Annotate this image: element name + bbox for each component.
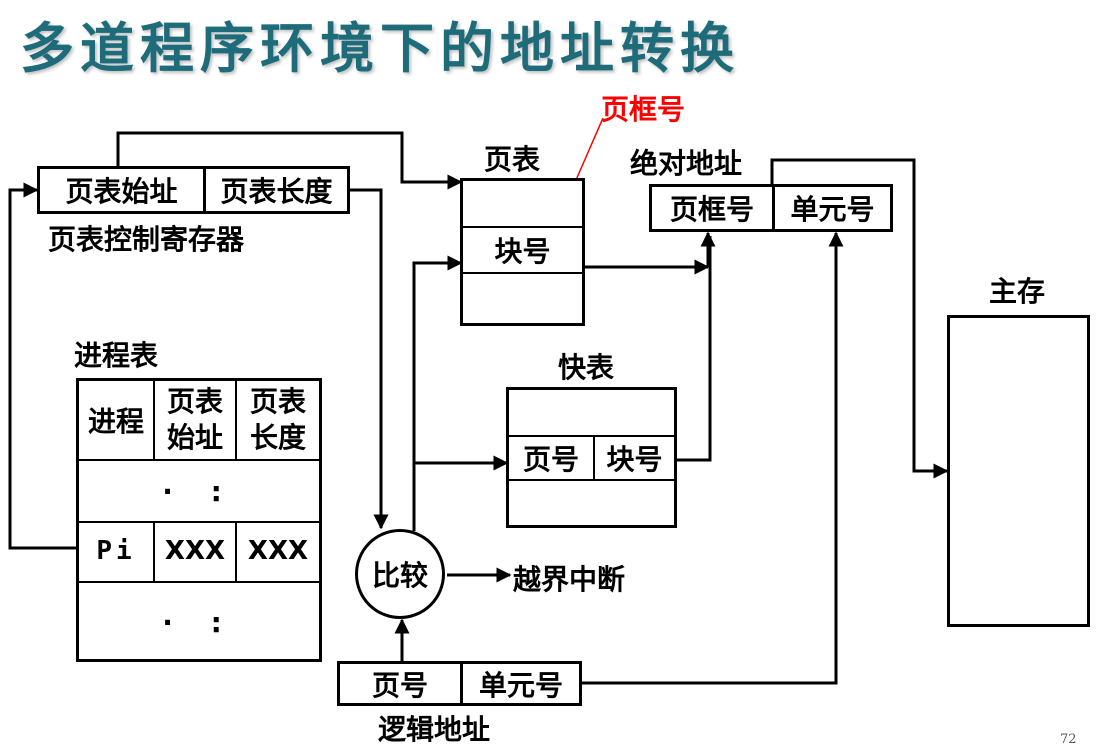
tlb-page-cell: 页号	[522, 443, 579, 476]
absolute-frame-cell: 页框号	[669, 193, 754, 226]
tlb-divider	[593, 435, 595, 481]
header-length-line2: 长度	[249, 421, 306, 454]
compare-circle: 比较	[355, 529, 445, 619]
header-divider-2	[235, 381, 237, 459]
absolute-divider	[772, 187, 775, 229]
absolute-unit-cell: 单元号	[790, 193, 875, 226]
process-table-caption: 进程表	[74, 339, 159, 372]
header-length-line1: 页表	[249, 385, 306, 418]
page-table: 块号	[460, 178, 585, 326]
tlb-caption: 快表	[558, 351, 615, 384]
pi-divider-2	[235, 521, 237, 581]
register-length-cell: 页表长度	[220, 175, 333, 208]
pi-divider-1	[153, 521, 155, 581]
overflow-interrupt-label: 越界中断	[513, 563, 626, 596]
dots-bottom: · :	[162, 605, 236, 639]
header-length: 页表 长度	[237, 381, 319, 459]
absolute-address: 页框号 单元号	[649, 184, 893, 232]
header-start-line2: 始址	[166, 421, 223, 454]
page-table-register: 页表始址 页表长度	[37, 166, 350, 214]
row-start-cell: XXX	[164, 536, 226, 566]
main-memory-caption: 主存	[989, 275, 1046, 308]
header-bottom-line	[79, 459, 319, 461]
logical-divider	[460, 664, 463, 703]
main-memory	[947, 315, 1090, 627]
slide-title: 多道程序环境下的地址转换	[20, 17, 740, 80]
header-start-line1: 页表	[166, 385, 223, 418]
logical-unit-cell: 单元号	[478, 668, 563, 702]
page-table-row-line	[463, 226, 582, 228]
register-start-cell: 页表始址	[65, 175, 178, 208]
page-table-block-cell: 块号	[494, 235, 551, 268]
header-process: 进程	[87, 405, 144, 438]
row-pi-cell: Pi	[96, 536, 136, 566]
header-start: 页表 始址	[155, 381, 235, 459]
tlb-block-cell: 块号	[606, 443, 663, 476]
register-divider	[203, 169, 206, 211]
logical-address: 页号 单元号	[337, 661, 582, 706]
dots-top: · :	[162, 474, 236, 508]
pi-row-bottom-line	[79, 581, 319, 583]
page-table-row-line	[463, 272, 582, 274]
pi-row-top-line	[79, 521, 319, 523]
logical-address-caption: 逻辑地址	[378, 713, 491, 746]
tlb: 页号 块号	[506, 387, 677, 528]
logical-page-cell: 页号	[371, 668, 428, 702]
process-table: 进程 页表 始址 页表 长度 · : Pi XXX XXX · :	[76, 378, 322, 662]
page-number: 72	[1060, 732, 1077, 747]
frame-number-annotation: 页框号	[601, 93, 686, 126]
register-caption: 页表控制寄存器	[48, 223, 245, 256]
tlb-row-bottom-line	[509, 479, 674, 481]
absolute-address-caption: 绝对地址	[630, 147, 743, 180]
tlb-row-top-line	[509, 435, 674, 437]
header-divider-1	[153, 381, 155, 459]
row-length-cell: XXX	[247, 536, 309, 566]
page-table-caption: 页表	[484, 143, 541, 176]
